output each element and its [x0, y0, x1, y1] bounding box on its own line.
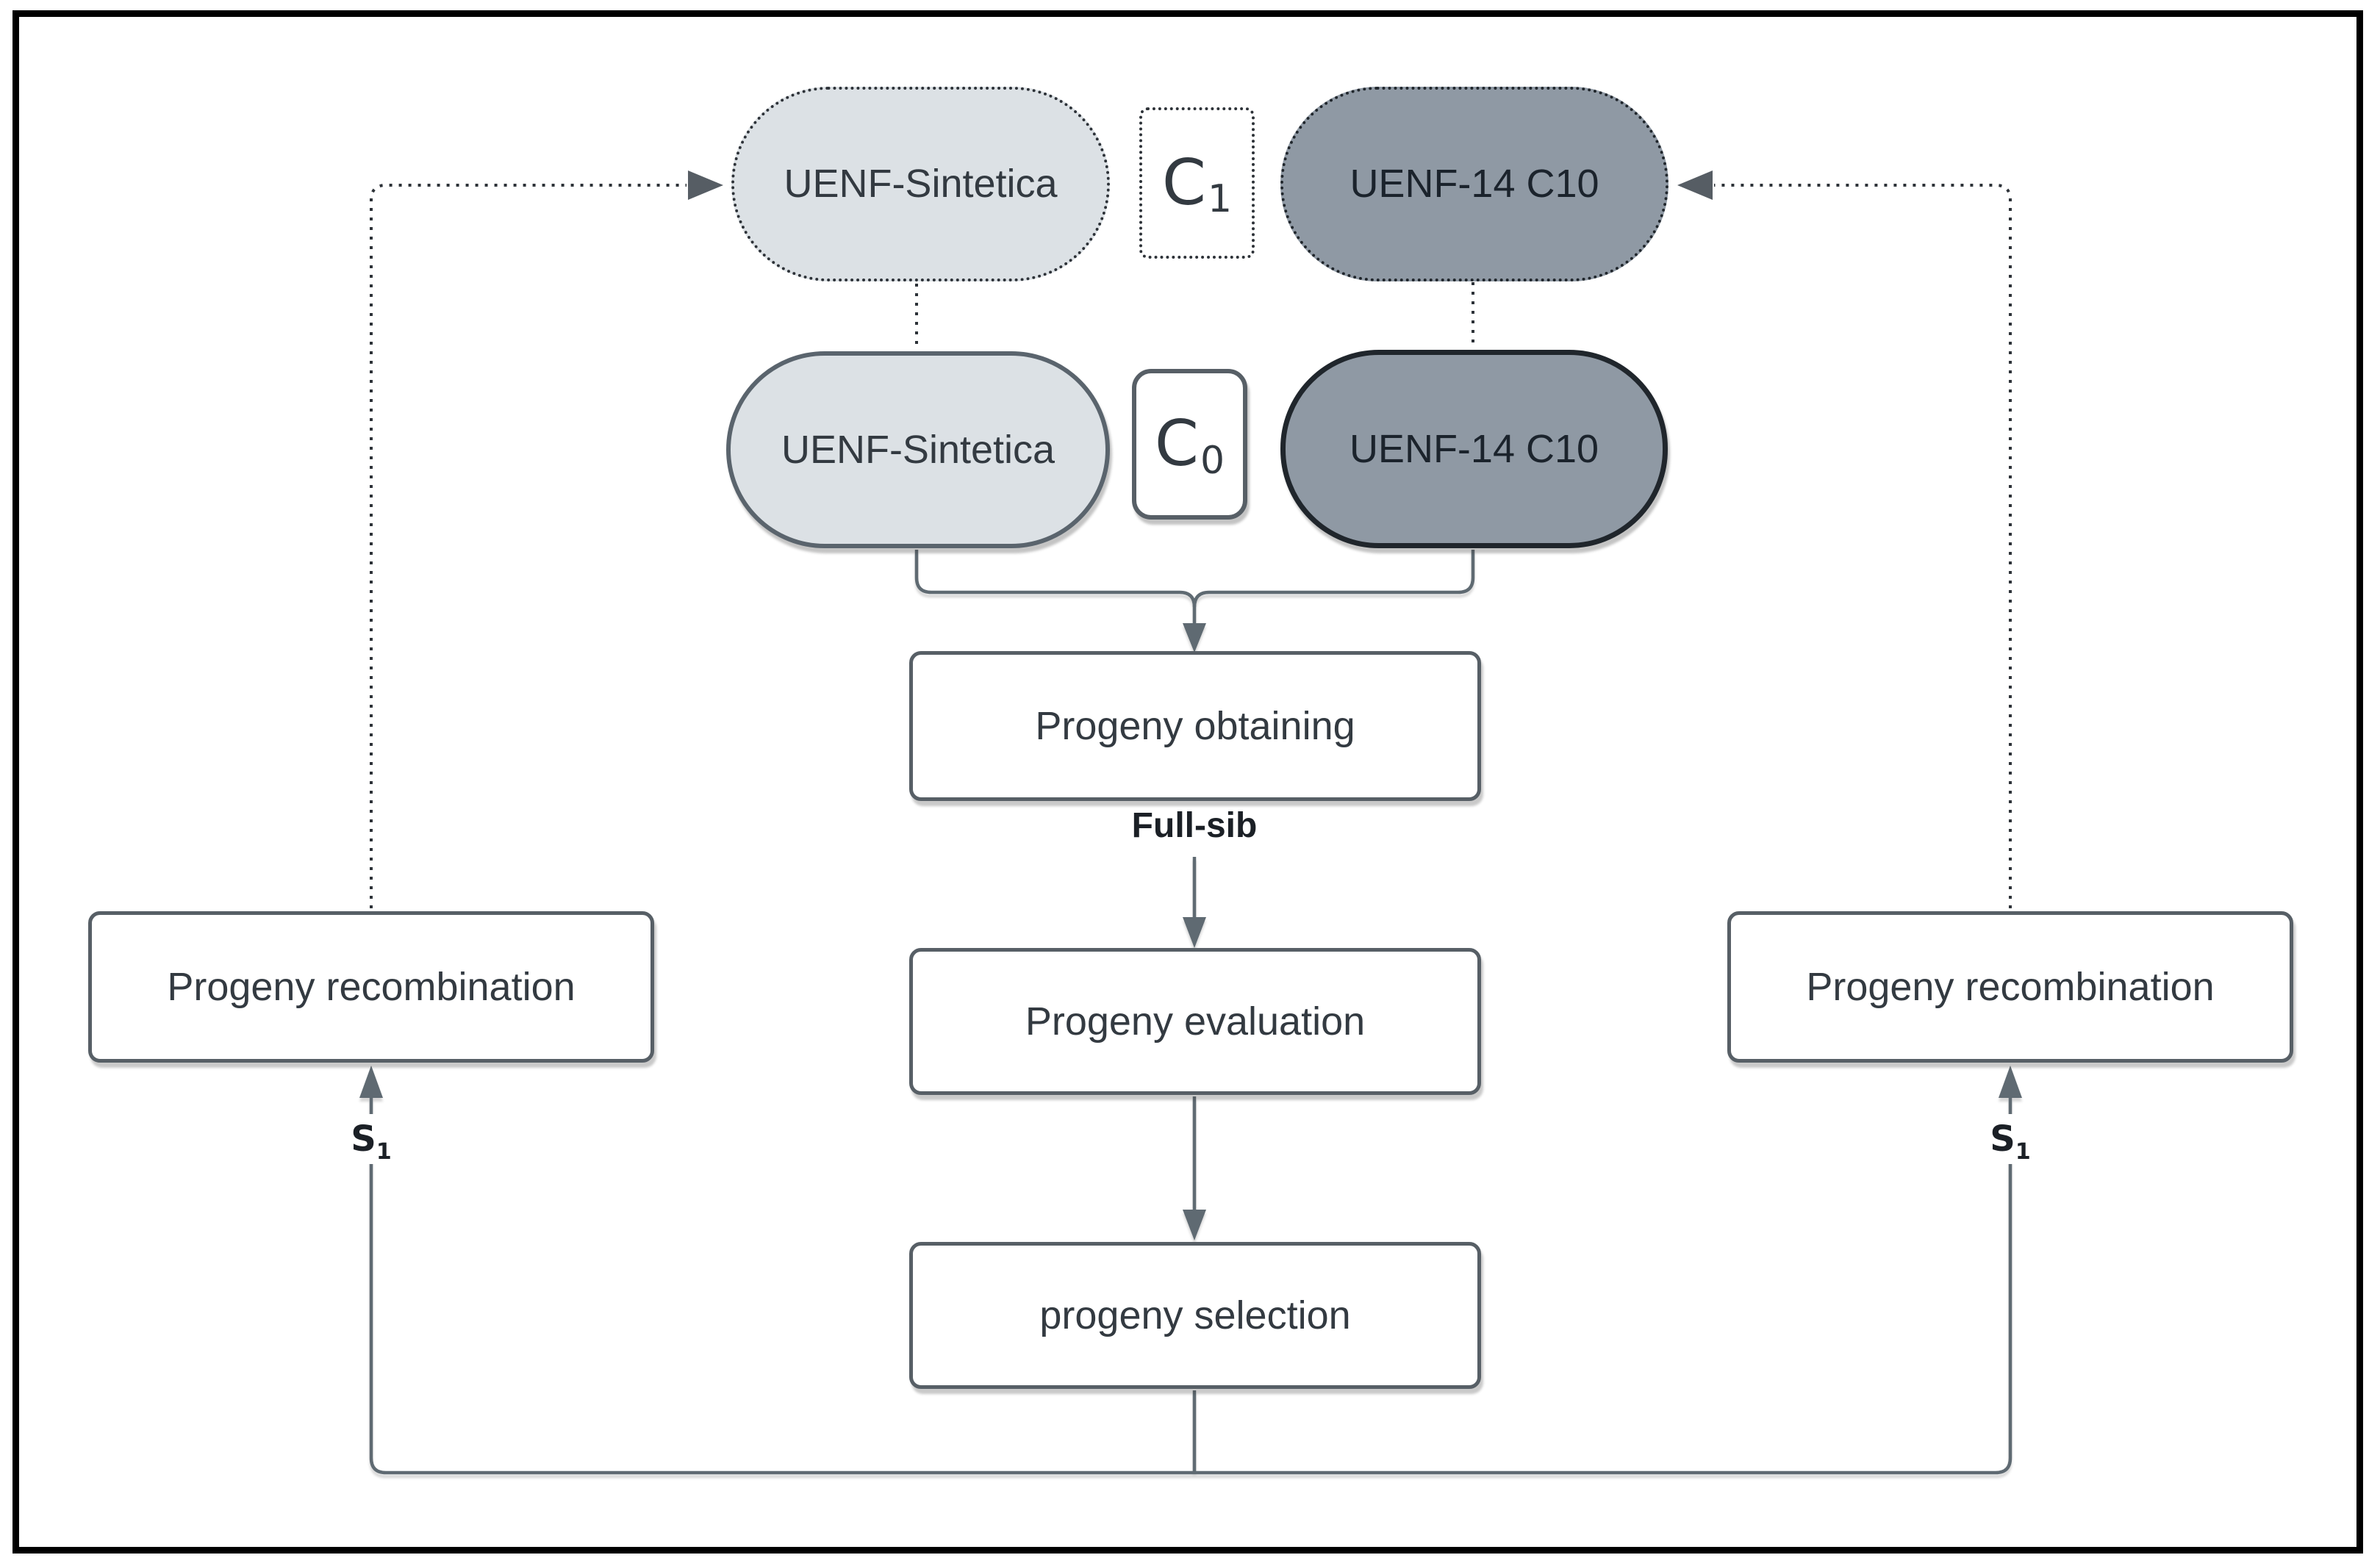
node-label: UENF-14 C10 [1349, 162, 1599, 206]
node-uenf-sintetica-c1: UENF-Sintetica [731, 87, 1110, 281]
node-uenf-sintetica-c0: UENF-Sintetica [726, 351, 1110, 548]
solid-connectors [359, 550, 2022, 1475]
node-label: Progeny evaluation [1025, 999, 1366, 1044]
cycle-base: C [1161, 146, 1206, 220]
node-progeny-recombination-left: Progeny recombination [88, 911, 654, 1063]
node-label: UENF-Sintetica [781, 427, 1055, 472]
node-label: UENF-Sintetica [784, 162, 1058, 206]
arrowhead-into-obtaining [1183, 623, 1206, 653]
node-label: Progeny obtaining [1035, 703, 1355, 748]
arrowhead-into-selection [1183, 1210, 1206, 1240]
node-progeny-obtaining: Progeny obtaining [909, 651, 1481, 801]
node-progeny-selection: progeny selection [909, 1242, 1481, 1389]
s1-subscript: 1 [376, 1138, 392, 1165]
s1-base: S [351, 1118, 376, 1160]
node-uenf-14-c10-c1: UENF-14 C10 [1280, 87, 1668, 281]
edge-label-full-sib: Full-sib [1069, 805, 1319, 846]
bracket-right-connector [1192, 550, 1475, 608]
s1-base: S [1990, 1118, 2015, 1160]
edge-label-s1-left: S1 [326, 1114, 417, 1165]
arrowhead-into-sintetica-c1 [688, 170, 723, 200]
cycle-base: C [1154, 407, 1199, 481]
node-label: Progeny recombination [1806, 964, 2215, 1009]
node-progeny-recombination-right: Progeny recombination [1727, 911, 2293, 1063]
recombination-left-loop-line [370, 184, 687, 908]
arrowhead-into-recombination-left [359, 1066, 383, 1098]
recombination-right-loop-line [1714, 184, 2012, 908]
full-sib-text: Full-sib [1131, 806, 1258, 845]
figure-border [12, 10, 2363, 1554]
node-label: UENF-14 C10 [1349, 426, 1599, 471]
arrowhead-into-recombination-right [1999, 1066, 2022, 1098]
cycle-subscript: 1 [1207, 177, 1233, 222]
bracket-left-connector [914, 550, 1197, 625]
dotted-connectors [370, 170, 2012, 908]
cycle-subscript: 0 [1200, 438, 1225, 483]
s1-subscript: 1 [2015, 1138, 2031, 1165]
node-label: Progeny recombination [167, 964, 576, 1009]
node-label: progeny selection [1039, 1293, 1351, 1337]
node-uenf-14-c10-c0: UENF-14 C10 [1280, 350, 1668, 548]
edge-label-s1-right: S1 [1965, 1114, 2056, 1165]
arrowhead-into-evaluation [1183, 917, 1206, 948]
bottom-return-line [369, 1098, 2012, 1475]
arrowhead-into-uenf14-c1 [1677, 170, 1713, 200]
node-progeny-evaluation: Progeny evaluation [909, 948, 1481, 1095]
